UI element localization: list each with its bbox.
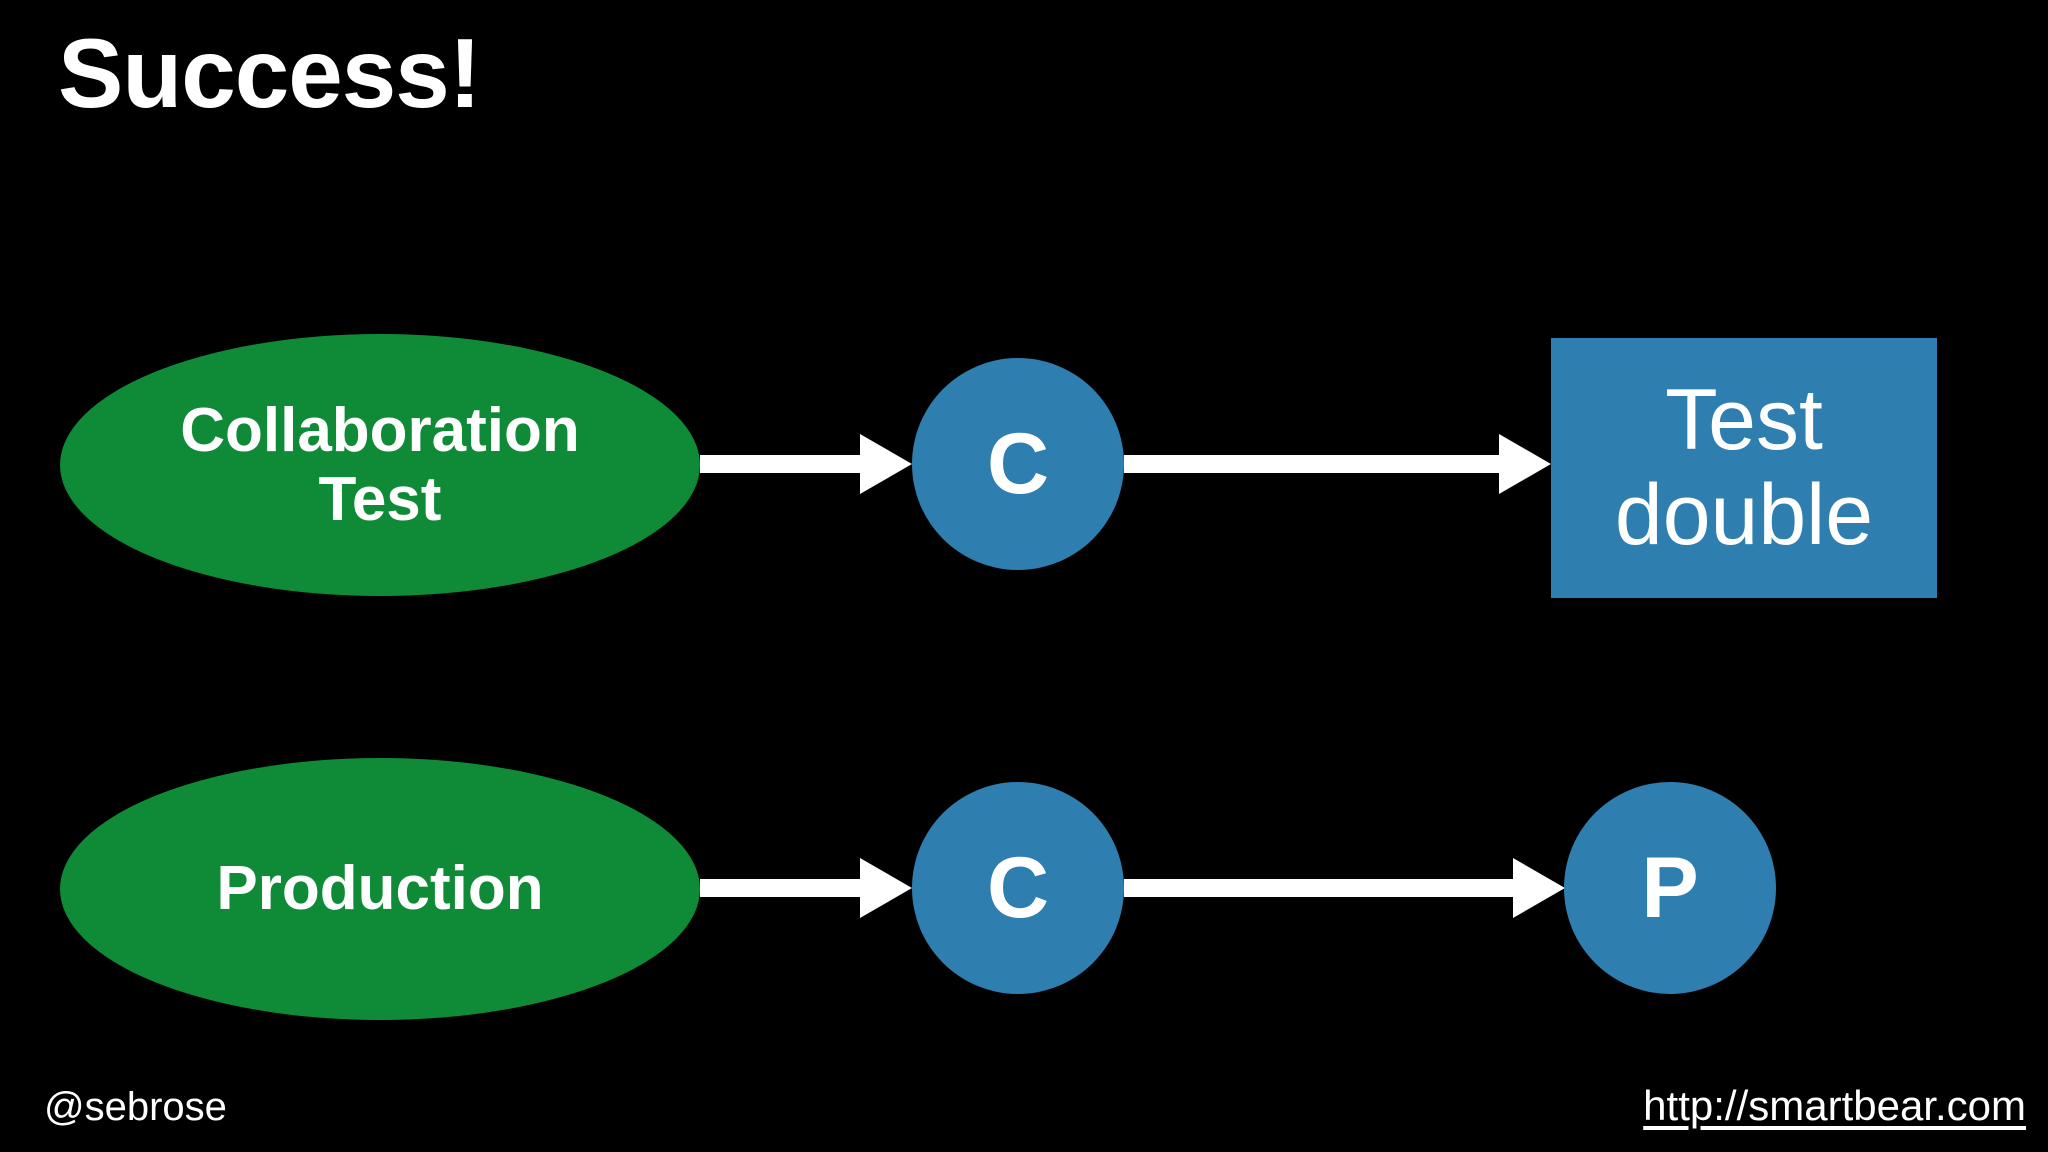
node-production[interactable]: Production: [60, 758, 700, 1020]
arrow-shaft: [700, 455, 860, 473]
node-consumer-bottom-label: C: [986, 840, 1050, 936]
arrow-head-icon: [1513, 858, 1565, 918]
footer-website-link[interactable]: http://smartbear.com: [1643, 1082, 2026, 1129]
node-consumer-top-label: C: [986, 416, 1050, 512]
arrow-head-icon: [860, 858, 912, 918]
node-producer[interactable]: P: [1564, 782, 1776, 994]
footer-twitter-handle: @sebrose: [44, 1085, 227, 1129]
node-consumer-bottom[interactable]: C: [912, 782, 1124, 994]
page-title: Success!: [58, 18, 481, 128]
arrow-head-icon: [860, 434, 912, 494]
arrow-shaft: [1124, 455, 1499, 473]
arrow-shaft: [1124, 879, 1513, 897]
node-consumer-top[interactable]: C: [912, 358, 1124, 570]
arrow-shaft: [700, 879, 860, 897]
arrow-head-icon: [1499, 434, 1551, 494]
node-production-label: Production: [216, 854, 544, 924]
node-producer-label: P: [1641, 840, 1699, 936]
